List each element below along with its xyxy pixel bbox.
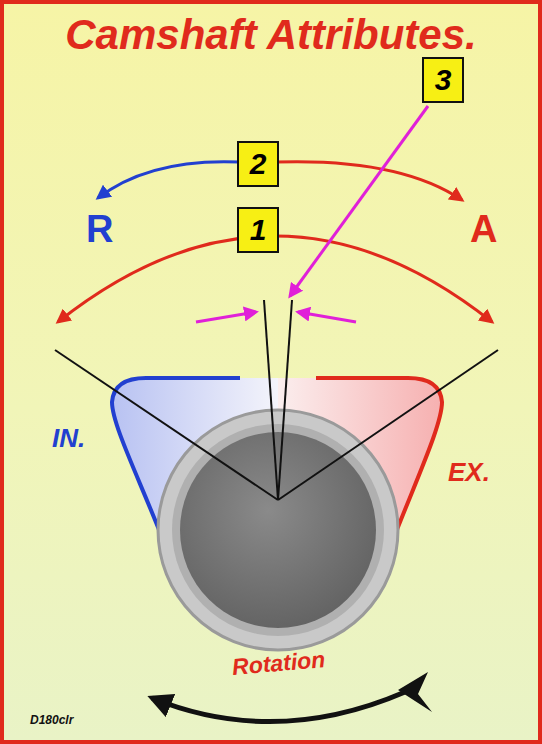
retard-label: R	[86, 208, 113, 252]
callout-number: 2	[250, 146, 267, 182]
rotation-label: Rotation	[231, 646, 326, 680]
diagram-title: Camshaft Attributes.	[4, 10, 538, 60]
advance-label: A	[470, 208, 497, 252]
callout-box: 2	[237, 141, 280, 187]
drawing-code: D180clr	[30, 714, 73, 728]
callout-number: 3	[435, 62, 452, 98]
camshaft-illustration	[4, 4, 538, 740]
intake-label: IN.	[52, 424, 85, 454]
exhaust-label: EX.	[448, 458, 490, 488]
callout-box: 3	[422, 57, 465, 103]
callout-number: 1	[250, 212, 267, 248]
callout-box: 1	[237, 207, 280, 253]
